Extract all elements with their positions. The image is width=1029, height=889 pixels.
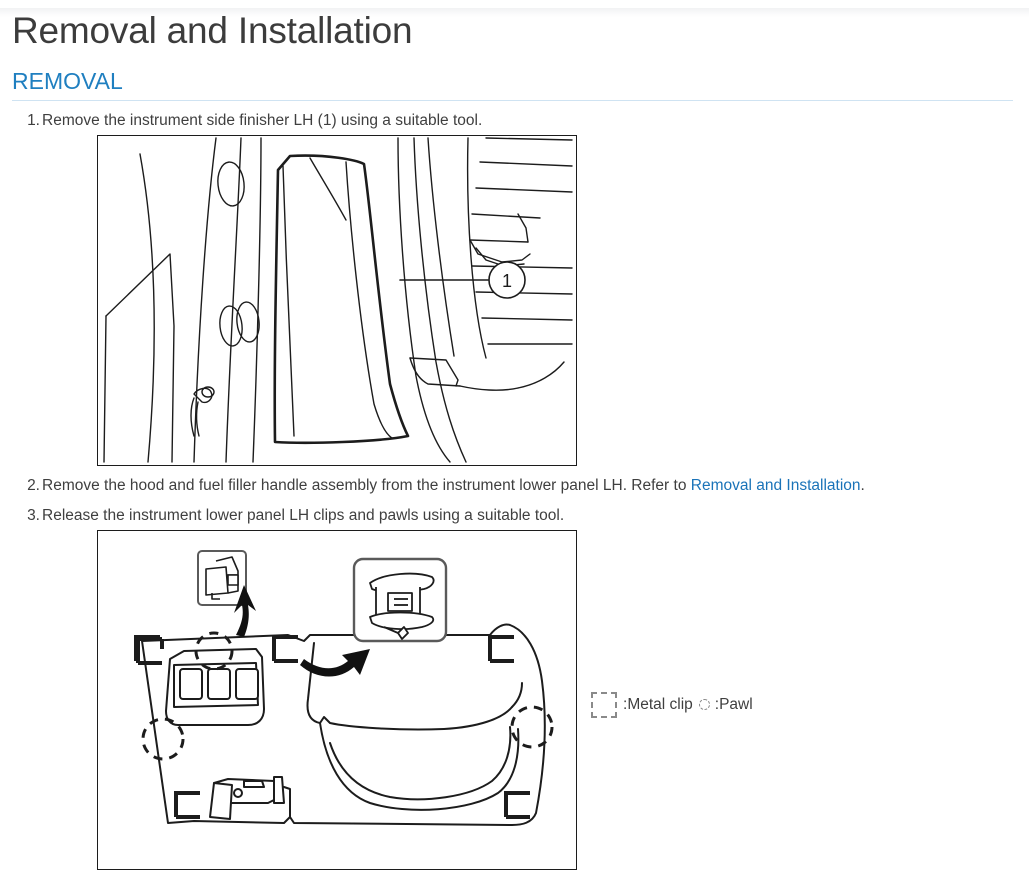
- procedure-step-2: 2. Remove the hood and fuel filler handl…: [12, 475, 1017, 496]
- callout-arrow-pawl: [234, 584, 256, 637]
- pawl-icon: [698, 699, 710, 711]
- step-text: Remove the instrument side finisher LH (…: [42, 111, 483, 129]
- figure-instrument-lower-panel: [97, 529, 577, 870]
- diagram-legend: : Metal clip : Pawl: [591, 691, 753, 718]
- pawl-label: Pawl: [719, 696, 753, 714]
- metal-clip-icon: [591, 691, 617, 718]
- step-text-after: .: [860, 476, 865, 494]
- section-heading-rule: [12, 99, 1013, 101]
- callout-1-label: 1: [502, 271, 512, 291]
- step-number: 3.: [27, 506, 40, 524]
- pawl-markers: [141, 631, 554, 761]
- procedure-step-1: 1. Remove the instrument side finisher L…: [12, 110, 1017, 466]
- page-title: Removal and Installation: [12, 10, 413, 51]
- metal-clip-label: Metal clip: [627, 696, 693, 714]
- pawl-separator: :: [714, 696, 720, 714]
- metal-clip-separator: :: [623, 696, 628, 714]
- figure-instrument-side-finisher: 1: [97, 134, 577, 466]
- procedure-step-3: 3. Release the instrument lower panel LH…: [12, 505, 1017, 870]
- procedure-step-list: 1. Remove the instrument side finisher L…: [12, 110, 1017, 870]
- step-number: 1.: [27, 111, 40, 129]
- metal-clip-marker-tr: [488, 634, 514, 663]
- step-text-before: Remove the hood and fuel filler handle a…: [42, 476, 691, 494]
- metal-clip-marker-mid: [272, 634, 298, 663]
- step-number: 2.: [27, 476, 40, 494]
- section-heading-removal: REMOVAL: [12, 68, 123, 95]
- callout-1: 1: [488, 260, 526, 299]
- metal-clip-marker-tl: [136, 636, 164, 665]
- instrument-side-finisher-drawing: 1: [103, 136, 573, 463]
- metal-clip-markers: [134, 634, 530, 819]
- lower-panel-clips-pawls-drawing: [134, 549, 554, 826]
- pawl-marker: [510, 705, 554, 749]
- figure-and-legend-row: : Metal clip : Pawl: [42, 526, 1017, 870]
- detail-box-pawl: [197, 549, 247, 606]
- pawl-marker: [141, 717, 185, 761]
- step-text: Release the instrument lower panel LH cl…: [42, 506, 565, 524]
- removal-and-installation-link[interactable]: Removal and Installation: [690, 476, 861, 494]
- callout-arrow-metal-clip: [300, 648, 370, 677]
- metal-clip-marker-bl: [174, 790, 200, 819]
- document-page: Removal and Installation REMOVAL 1. Remo…: [0, 8, 1029, 870]
- detail-box-metal-clip: [352, 557, 448, 642]
- pawl-marker: [194, 631, 234, 671]
- metal-clip-marker-br: [504, 790, 530, 819]
